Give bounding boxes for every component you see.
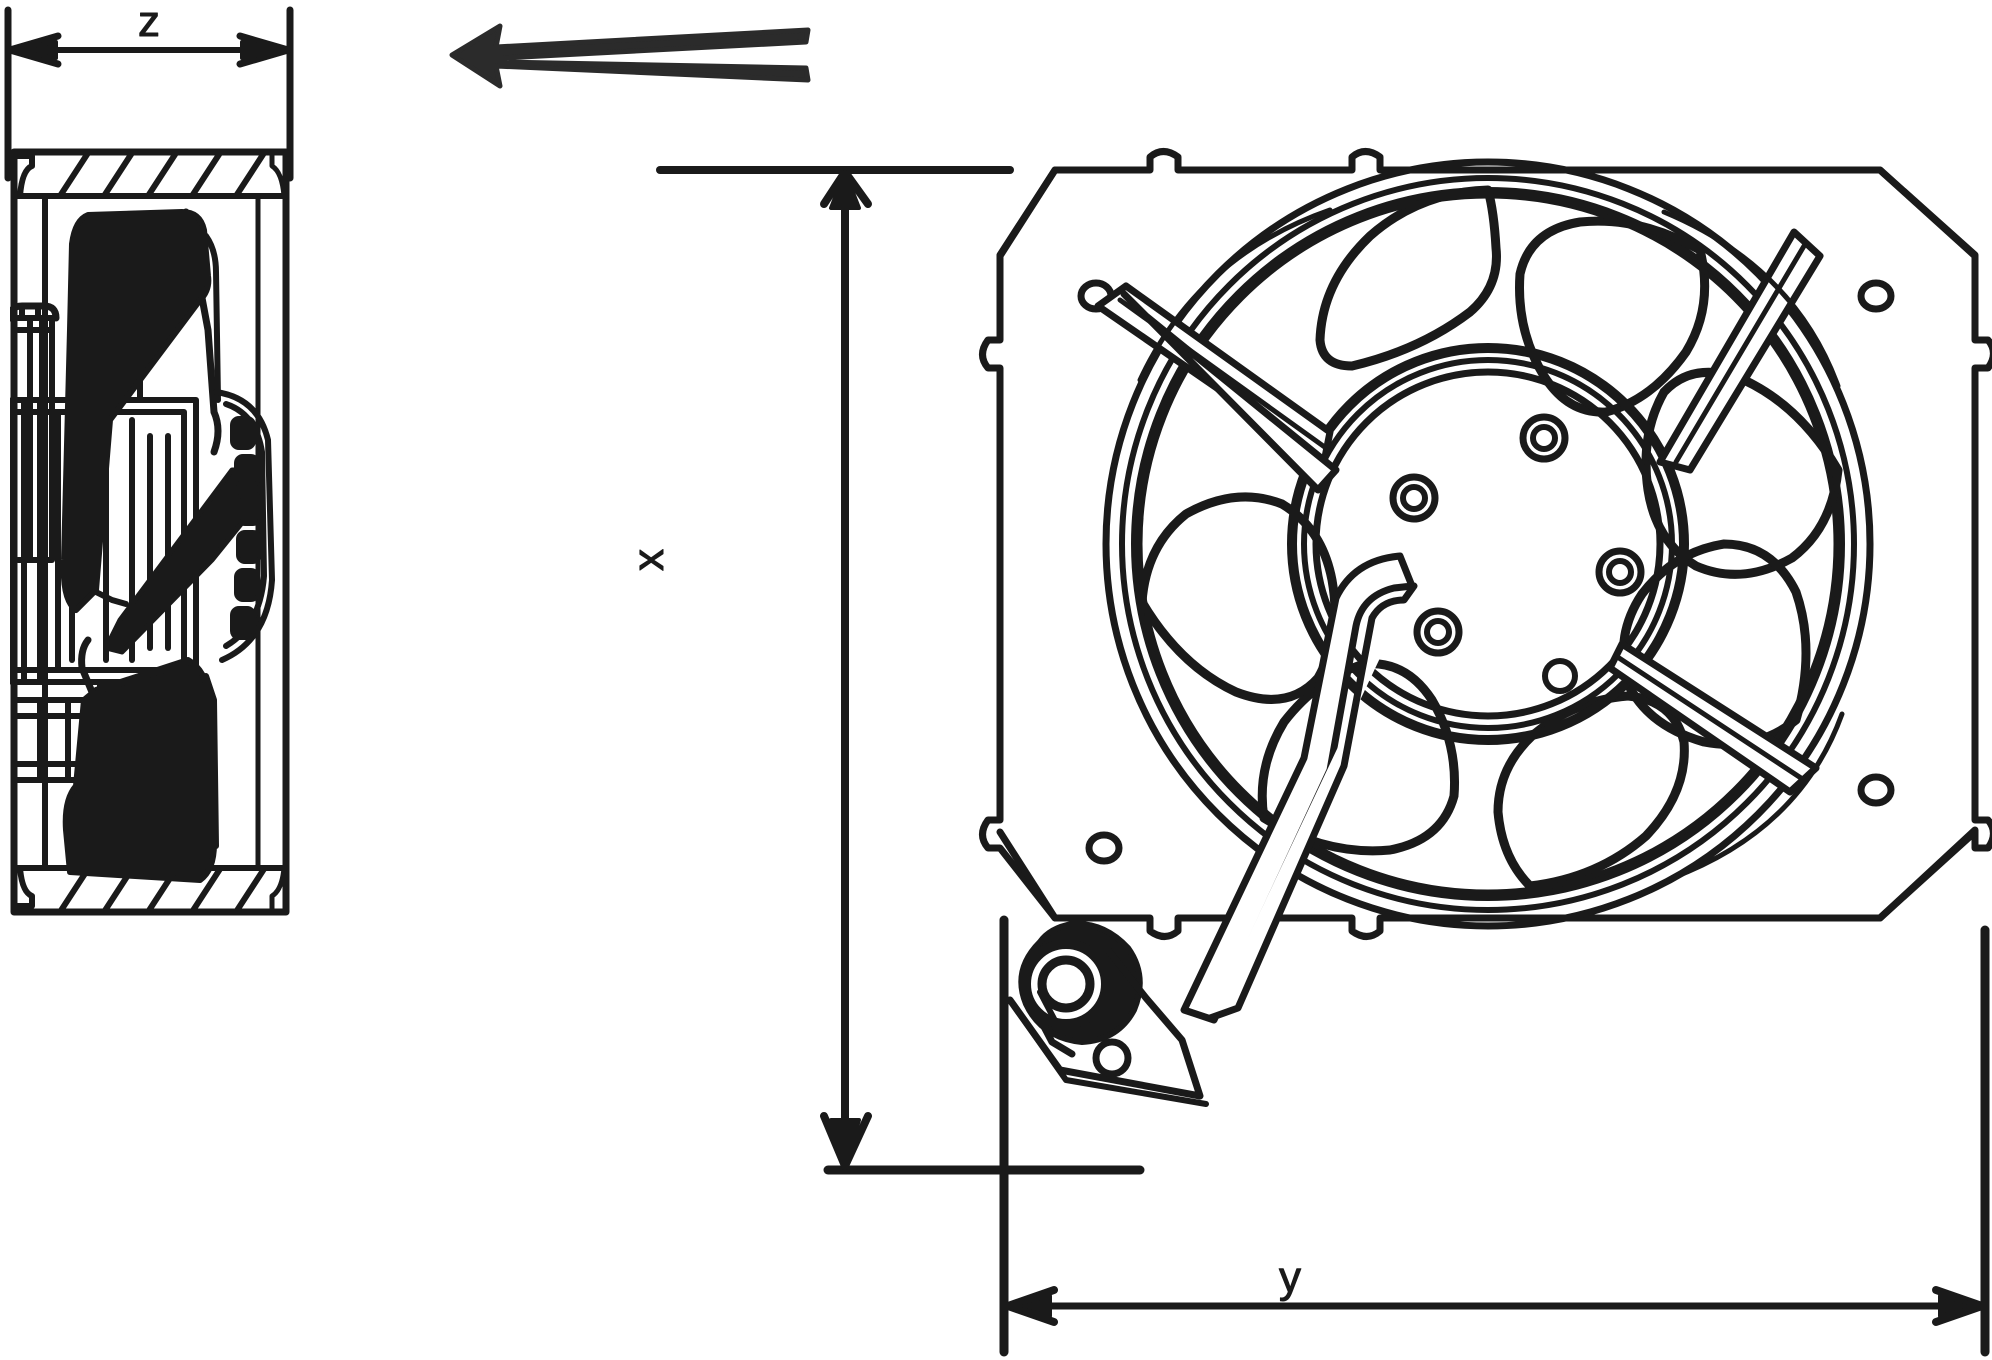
- dimension-y-label: y: [1279, 1253, 1301, 1302]
- hub-screw-holes: [1389, 413, 1645, 694]
- view-side-section: [8, 148, 293, 918]
- mounting-hole-top-right: [1857, 279, 1895, 313]
- dimension-z-label: z: [138, 0, 160, 46]
- hub-screw-hole: [1542, 658, 1578, 694]
- airflow-direction-arrow[interactable]: [449, 23, 811, 89]
- fan-frame-outline: [979, 148, 1992, 940]
- hub-screw-hole: [1389, 473, 1439, 523]
- dimension-x: [656, 166, 1145, 1175]
- dimension-x-label: x: [624, 549, 673, 571]
- fan-hub: [1287, 343, 1689, 745]
- hub-screw-hole: [1519, 413, 1569, 463]
- dimension-z: [4, 6, 294, 182]
- dimension-y: [999, 915, 1990, 1357]
- front-view: [979, 148, 1992, 1107]
- hub-screw-hole: [1413, 607, 1463, 657]
- view-front: [990, 145, 1990, 1125]
- hub-screw-hole: [1595, 547, 1645, 597]
- impeller-rim: [1137, 193, 1839, 895]
- mounting-hole-bottom-left: [1085, 831, 1123, 865]
- cable-strain-relief: [1006, 920, 1209, 1107]
- side-section-view: [10, 148, 290, 916]
- mounting-hole-bottom-right: [1857, 773, 1895, 807]
